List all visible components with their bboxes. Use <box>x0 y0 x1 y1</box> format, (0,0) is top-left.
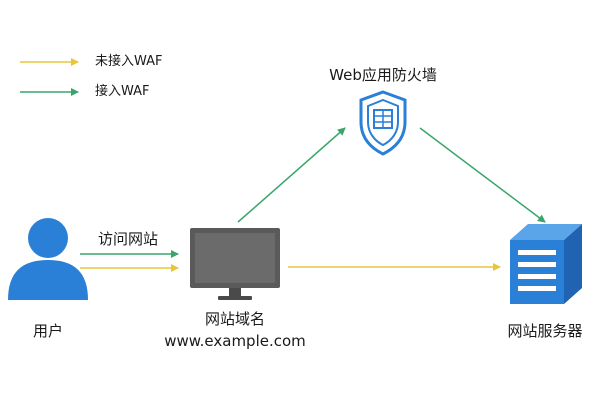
edge-domain-to-waf <box>237 127 346 223</box>
legend-connected-label: 接入WAF <box>95 84 150 99</box>
waf-label: Web应用防火墙 <box>329 66 437 84</box>
visit-label: 访问网站 <box>98 230 159 248</box>
domain-label: 网站域名 <box>204 310 266 328</box>
legend-not-connected-label: 未接入WAF <box>95 54 163 69</box>
server-icon <box>510 224 582 304</box>
monitor-icon <box>190 228 280 300</box>
server-label: 网站服务器 <box>507 322 583 340</box>
user-label: 用户 <box>32 322 64 340</box>
user-icon <box>8 218 88 300</box>
edge-waf-to-server <box>419 127 546 223</box>
domain-url: www.example.com <box>164 332 306 350</box>
shield-icon <box>359 90 407 156</box>
